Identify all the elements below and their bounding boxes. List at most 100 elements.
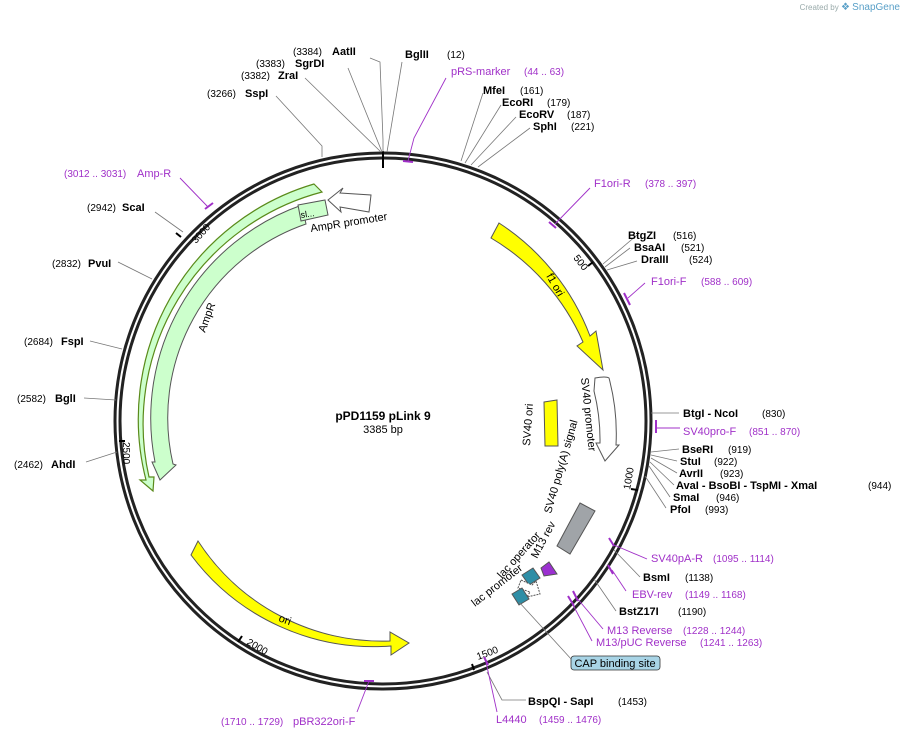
primer-range-f1ori-f: (588 .. 609)	[701, 277, 752, 288]
primer-range-sv40pro-f: (851 .. 870)	[749, 427, 800, 438]
primer-range-m13-puc-reverse: (1241 .. 1263)	[700, 638, 762, 649]
feature-signal[interactable]: sl...	[297, 199, 329, 222]
primer-amp-r[interactable]	[179, 177, 214, 210]
primer-range-prs-marker: (44 .. 63)	[524, 67, 564, 78]
tick-label-2500: 2500	[120, 442, 131, 465]
site-bglii[interactable]: BglII	[405, 49, 429, 61]
primer-prs-marker[interactable]	[402, 77, 447, 163]
leader-sapi	[486, 671, 526, 701]
site-stui[interactable]: StuI	[680, 456, 701, 468]
feature-sv40-promoter[interactable]: SV40 promoter	[578, 376, 621, 462]
site-ecori[interactable]: EcoRI	[502, 97, 533, 109]
primer-ebv-rev[interactable]	[607, 564, 627, 592]
feature-label-sv40-ori: SV40 ori	[521, 403, 536, 446]
site-bspqi-sapi[interactable]: BspQI - SapI	[528, 696, 593, 708]
primer-label-amp-r[interactable]: Amp-R	[137, 168, 171, 180]
cap-site-label-text: CAP binding site	[574, 658, 655, 670]
primer-f1ori-r[interactable]	[548, 187, 591, 229]
feature-cap-site[interactable]	[511, 587, 530, 606]
primer-range-pbr322ori-f: (1710 .. 1729)	[221, 717, 283, 728]
primer-label-l4440[interactable]: L4440	[496, 714, 527, 726]
leader-bsmi	[613, 549, 641, 578]
site-sspi[interactable]: SspI	[245, 88, 268, 100]
leader-aatii	[369, 57, 384, 152]
primer-m13-puc-reverse[interactable]	[567, 595, 593, 642]
leader-cap-site	[518, 601, 573, 661]
site-pos-mfei: (161)	[520, 86, 543, 97]
site-pos-sgrdi: (3383)	[256, 59, 285, 70]
snapgene-credit: Created by ❖ SnapGene	[800, 2, 900, 13]
primer-f1ori-f[interactable]	[623, 282, 646, 306]
site-smai[interactable]: SmaI	[673, 492, 699, 504]
leader-sphi	[477, 127, 531, 168]
primer-label-sv40pro-f[interactable]: SV40pro-F	[683, 426, 736, 438]
leader-sgrdi	[347, 67, 383, 153]
site-bsmi[interactable]: BsmI	[643, 572, 670, 584]
site-aatii[interactable]: AatII	[332, 46, 356, 58]
site-bsaai[interactable]: BsaAI	[634, 242, 665, 254]
leader-fspi	[89, 340, 123, 350]
site-bseri[interactable]: BseRI	[682, 444, 713, 456]
leader-avai	[649, 461, 675, 486]
primer-sv40pro-f[interactable]	[655, 420, 680, 433]
leader-smai	[648, 465, 671, 498]
leader-zrai	[304, 77, 382, 153]
primer-range-m13-reverse: (1228 .. 1244)	[683, 626, 745, 637]
feature-label-signal: sl...	[300, 208, 315, 220]
site-pos-ahdi: (2462)	[14, 460, 43, 471]
site-pos-avrii: (923)	[720, 469, 743, 480]
primer-label-sv40pa-r[interactable]: SV40pA-R	[651, 553, 703, 565]
primer-pbr322ori-f[interactable]	[356, 680, 374, 713]
site-mfei[interactable]: MfeI	[483, 85, 505, 97]
site-bgli[interactable]: BglI	[55, 393, 76, 405]
primer-label-m13-puc-reverse[interactable]: M13/pUC Reverse	[596, 637, 686, 649]
primer-label-f1ori-r[interactable]: F1ori-R	[594, 178, 631, 190]
site-pvui[interactable]: PvuI	[88, 258, 111, 270]
leader-bseri	[650, 448, 680, 453]
site-btgi-ncoi[interactable]: BtgI - NcoI	[683, 408, 738, 420]
leader-pvui	[117, 261, 153, 280]
site-pos-bspqi-sapi: (1453)	[618, 697, 647, 708]
site-pos-bglii: (12)	[447, 50, 465, 61]
leader-avrii	[650, 457, 678, 474]
site-sgrdi[interactable]: SgrDI	[295, 58, 324, 70]
site-zrai[interactable]: ZraI	[278, 70, 298, 82]
site-pos-bsaai: (521)	[681, 243, 704, 254]
primer-label-pbr322ori-f[interactable]: pBR322ori-F	[293, 716, 356, 728]
site-pos-smai: (946)	[716, 493, 739, 504]
primer-l4440[interactable]	[483, 656, 498, 713]
site-avrii[interactable]: AvrII	[679, 468, 703, 480]
cap-site-label[interactable]: CAP binding site	[570, 655, 661, 671]
site-pos-avai-group: (944)	[868, 481, 891, 492]
site-scai[interactable]: ScaI	[122, 202, 145, 214]
primer-m13-reverse[interactable]	[572, 590, 604, 630]
site-avai-group[interactable]: AvaI - BsoBI - TspMI - XmaI	[676, 480, 817, 492]
primer-label-m13-reverse[interactable]: M13 Reverse	[607, 625, 672, 637]
feature-sv40-ori[interactable]: SV40 ori	[521, 399, 559, 447]
primer-sv40pa-r[interactable]	[608, 537, 648, 560]
leader-bsaai	[604, 247, 631, 268]
primer-range-ebv-rev: (1149 .. 1168)	[685, 590, 746, 601]
plasmid-name: pPD1159 pLink 9	[335, 409, 431, 423]
site-btgzi[interactable]: BtgZI	[628, 230, 656, 242]
site-bstz17i[interactable]: BstZ17I	[619, 606, 659, 618]
feature-ampr[interactable]: AmpR	[137, 183, 324, 493]
site-sphi[interactable]: SphI	[533, 121, 557, 133]
leader-pfoi	[644, 475, 667, 509]
site-pos-ecorv: (187)	[567, 110, 590, 121]
primer-label-f1ori-f[interactable]: F1ori-F	[651, 276, 687, 288]
site-pfoi[interactable]: PfoI	[670, 504, 691, 516]
site-fspi[interactable]: FspI	[61, 336, 84, 348]
site-ahdi[interactable]: AhdI	[51, 459, 75, 471]
primer-label-ebv-rev[interactable]: EBV-rev	[632, 589, 673, 601]
leader-ecori	[464, 104, 502, 164]
primer-label-prs-marker[interactable]: pRS-marker	[451, 66, 511, 78]
site-draiii[interactable]: DraIII	[641, 254, 669, 266]
site-ecorv[interactable]: EcoRV	[519, 109, 555, 121]
site-pos-pfoi: (993)	[705, 505, 728, 516]
plasmid-size: 3385 bp	[363, 424, 403, 436]
feature-ori[interactable]: ori	[190, 539, 410, 656]
site-pos-stui: (922)	[714, 457, 737, 468]
site-pos-sspi: (3266)	[207, 89, 236, 100]
leader-bgli	[83, 397, 117, 401]
